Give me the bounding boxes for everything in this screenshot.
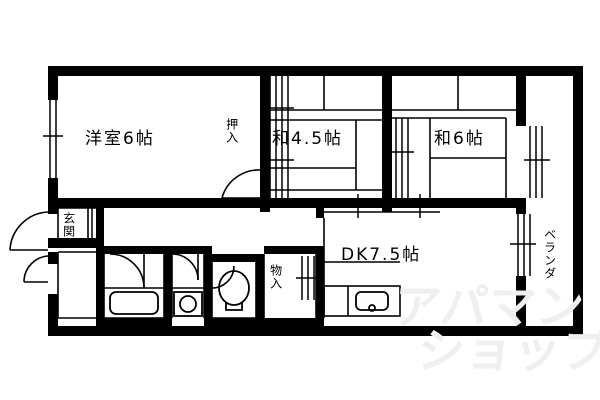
- east-window[interactable]: [574, 76, 582, 320]
- room-label-genkan: 玄関: [61, 212, 76, 238]
- room-label-dk: DK7.5帖: [341, 245, 422, 265]
- western-room-door-swing[interactable]: [221, 169, 261, 199]
- west-window[interactable]: [43, 100, 63, 178]
- shoji-sliding-panel-south-washitsu45[interactable]: [324, 194, 392, 218]
- room-label-oshire: 押入: [224, 118, 239, 144]
- fusuma-sliding-panel-oshire[interactable]: [270, 76, 294, 198]
- veranda-sliding-door[interactable]: [510, 214, 536, 276]
- fusuma-sliding-panel-washitsu-divider[interactable]: [388, 118, 414, 198]
- room-label-veranda: ベランダ: [542, 228, 557, 280]
- bathtub-icon: [109, 291, 159, 315]
- kitchen-sink-icon: [355, 291, 389, 312]
- toilet-icon: [218, 270, 250, 311]
- bath-area-door-swing[interactable]: [23, 255, 49, 283]
- bathroom-door-swing[interactable]: [109, 253, 145, 289]
- kitchen-counter-icon: [323, 285, 401, 317]
- room-label-western-room: 洋室6帖: [85, 129, 155, 149]
- entrance-door-swing[interactable]: [9, 211, 49, 251]
- room-label-washitsu-45: 和4.5帖: [272, 129, 344, 149]
- room-label-washitsu-6: 和6帖: [434, 129, 485, 149]
- washroom-door-swing[interactable]: [171, 253, 199, 281]
- shoji-sliding-panel-south-washitsu6[interactable]: [392, 194, 440, 218]
- room-label-monoire: 物入: [268, 264, 283, 290]
- washbasin-icon: [173, 291, 203, 317]
- washitsu-6-right-sliding-panel[interactable]: [524, 126, 550, 198]
- structural-walls: [48, 66, 583, 336]
- monoire-sliding-panel[interactable]: [296, 256, 322, 300]
- toilet-door-swing[interactable]: [211, 265, 235, 289]
